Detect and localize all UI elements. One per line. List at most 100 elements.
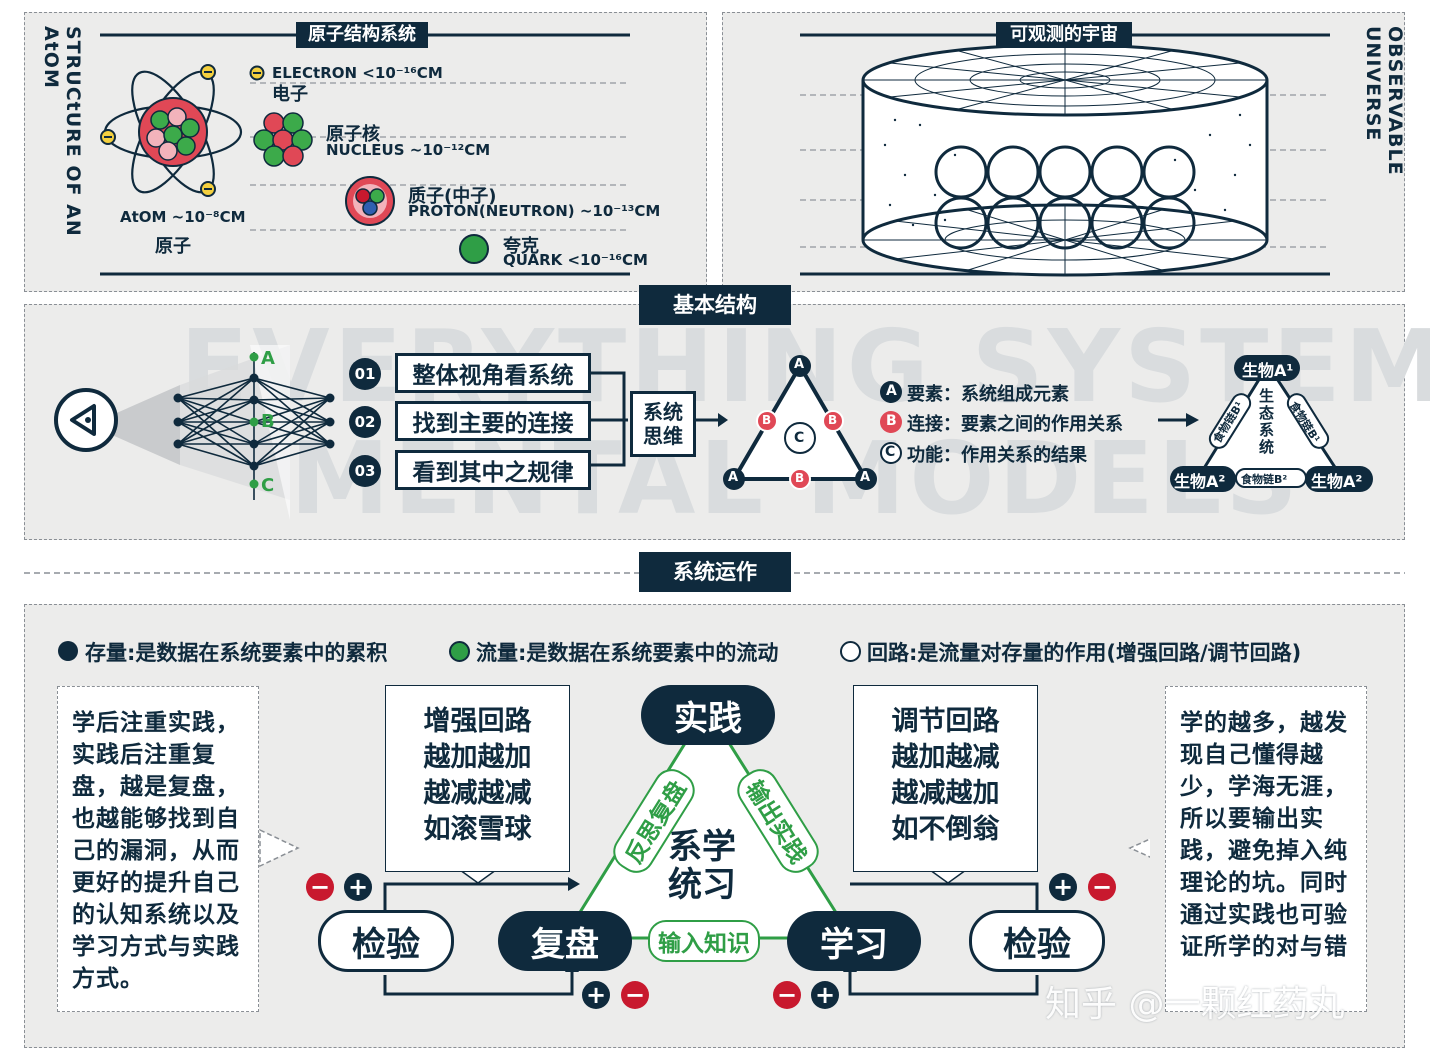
abc-triangle [723, 355, 877, 490]
eco-center-char: 生 [1259, 387, 1275, 405]
quark-cn: 夸克 [503, 236, 539, 257]
steps-connectors [590, 371, 728, 467]
electron-en: ELECtRON <10⁻¹⁶CM [272, 64, 443, 82]
left-note: 学后注重实践，实践后注重复盘，越是复盘，也越能够找到自己的漏洞，从而更好的提升自… [57, 686, 259, 1012]
balancing-loop-line: 调节回路 [891, 706, 1000, 737]
learn-node: 学习 [787, 911, 921, 971]
universe-title: 可观测的宇宙 [996, 22, 1132, 48]
step-box: 看到其中之规律 [395, 450, 591, 490]
legend-c-text: 功能：作用关系的结果 [907, 445, 1087, 466]
systems-thinking-box: 系统 思维 [630, 391, 696, 457]
step-box: 整体视角看系统 [395, 353, 591, 393]
step-number: 03 [349, 455, 381, 487]
reinforcing-loop-box: 增强回路 越加越加 越减越减 如滚雪球 [385, 685, 570, 872]
flow-dot [449, 641, 470, 662]
plus-sign: + [1049, 873, 1077, 901]
net-label-c: C [261, 475, 275, 496]
center-text: 系学 统习 [668, 828, 736, 904]
universe-cylinder [800, 33, 1330, 277]
atom-title: 原子结构系统 [296, 22, 428, 48]
electron-icon [249, 65, 265, 81]
legend-a-marker [880, 381, 902, 403]
practice-node: 实践 [641, 685, 775, 745]
legend-b-text: 连接：要素之间的作用关系 [907, 414, 1123, 435]
nucleus-cn: 原子核 [326, 124, 380, 145]
right-note: 学的越多，越发现自己懂得越少，学海无涯，所以要输出实践，避免掉入纯理论的坑。同时… [1165, 686, 1367, 1012]
legend-c-marker [880, 442, 902, 464]
tri-a-left: A [728, 470, 739, 485]
ecosystem-triangle [1170, 355, 1373, 492]
systems-thinking-line: 思维 [643, 424, 683, 448]
eco-center-char: 态 [1259, 404, 1275, 422]
proton-cn: 质子(中子) [408, 186, 497, 207]
reinforcing-loop-line: 越减越减 [423, 778, 532, 809]
atom-cn-label: 原子 [155, 236, 191, 257]
balancing-loop-line: 越加越减 [891, 742, 1000, 773]
legend-stock: 存量:是数据在系统要素中的累积 [85, 641, 388, 665]
nucleus-en: NUCLEUS ~10⁻¹²CM [326, 141, 491, 159]
atom-panel [24, 12, 707, 292]
minus-sign: − [621, 981, 649, 1009]
eco-top: 生物A¹ [1242, 361, 1294, 380]
minus-sign: − [773, 981, 801, 1009]
legend-a-text: 要素：系统组成元素 [907, 384, 1069, 405]
legend-arrow [1158, 413, 1199, 427]
universe-stars [883, 113, 1252, 227]
net-label-b: B [261, 411, 275, 432]
proton-en: PROTON(NEUTRON) ~10⁻¹³CM [408, 202, 661, 220]
credit-watermark: 知乎 @一颗红药丸 [1045, 984, 1345, 1025]
eco-center: 生 态 系 统 [1259, 388, 1274, 456]
eco-link-bottom: 食物链B² [1241, 473, 1288, 486]
legend-flow: 流量:是数据在系统要素中的流动 [476, 641, 779, 665]
tri-b-right: B [828, 413, 838, 427]
quark-icon [459, 234, 489, 264]
tri-b-left: B [762, 413, 772, 427]
ops-title: 系统运作 [639, 552, 791, 592]
tri-b-bottom: B [795, 471, 805, 485]
check-left-node: 检验 [318, 910, 454, 972]
balancing-loop-line: 如不倒翁 [891, 814, 1000, 845]
reinforcing-loop-line: 如滚雪球 [423, 814, 532, 845]
legend-a-letter: A [886, 383, 897, 399]
minus-sign: − [1088, 873, 1116, 901]
stock-dot [58, 641, 78, 661]
systems-thinking-line: 系统 [643, 400, 683, 424]
atom-icon [100, 64, 243, 197]
eco-left: 生物A² [1174, 472, 1226, 491]
plus-sign: + [344, 873, 372, 901]
universe-side-label: OBSERVABLE UNIVERSE [1362, 26, 1406, 176]
tri-c-center: C [794, 430, 805, 446]
legend-b-letter: B [886, 413, 897, 429]
step-box: 找到主要的连接 [395, 401, 591, 441]
legend-b-marker [880, 411, 902, 433]
net-label-a: A [261, 348, 275, 369]
legend-c-letter: C [885, 444, 896, 460]
tri-a-top: A [794, 357, 805, 372]
edge-input-knowledge: 输入知识 [648, 920, 760, 962]
tri-a-right: A [860, 470, 871, 485]
check-right-node: 检验 [969, 910, 1105, 972]
center-text-line: 统习 [668, 865, 736, 905]
review-node: 复盘 [498, 911, 632, 971]
step-number: 02 [349, 406, 381, 438]
plus-sign: + [811, 981, 839, 1009]
electron-cn: 电子 [272, 84, 308, 105]
legend-loop: 回路:是流量对存量的作用(增强回路/调节回路) [867, 641, 1302, 665]
eco-center-char: 系 [1259, 421, 1275, 439]
nucleus-icon [253, 112, 313, 167]
reinforcing-loop-line: 越加越加 [423, 742, 532, 773]
reinforcing-loop-line: 增强回路 [423, 706, 532, 737]
proton-icon [345, 176, 395, 226]
balancing-loop-line: 越减越加 [891, 778, 1000, 809]
minus-sign: − [306, 873, 334, 901]
quark-en: QUARK <10⁻¹⁶CM [503, 251, 648, 269]
loop-dot [840, 641, 861, 662]
basic-title: 基本结构 [639, 285, 791, 325]
eco-right: 生物A² [1311, 472, 1363, 491]
eco-center-char: 统 [1259, 438, 1275, 456]
atom-side-label: STRUCtURE OF AN AtOM [40, 26, 84, 237]
eye-network-graphic [54, 345, 335, 520]
step-number: 01 [349, 358, 381, 390]
atom-en-label: AtOM ~10⁻⁸CM [120, 208, 246, 226]
balancing-loop-box: 调节回路 越加越减 越减越加 如不倒翁 [853, 685, 1038, 872]
